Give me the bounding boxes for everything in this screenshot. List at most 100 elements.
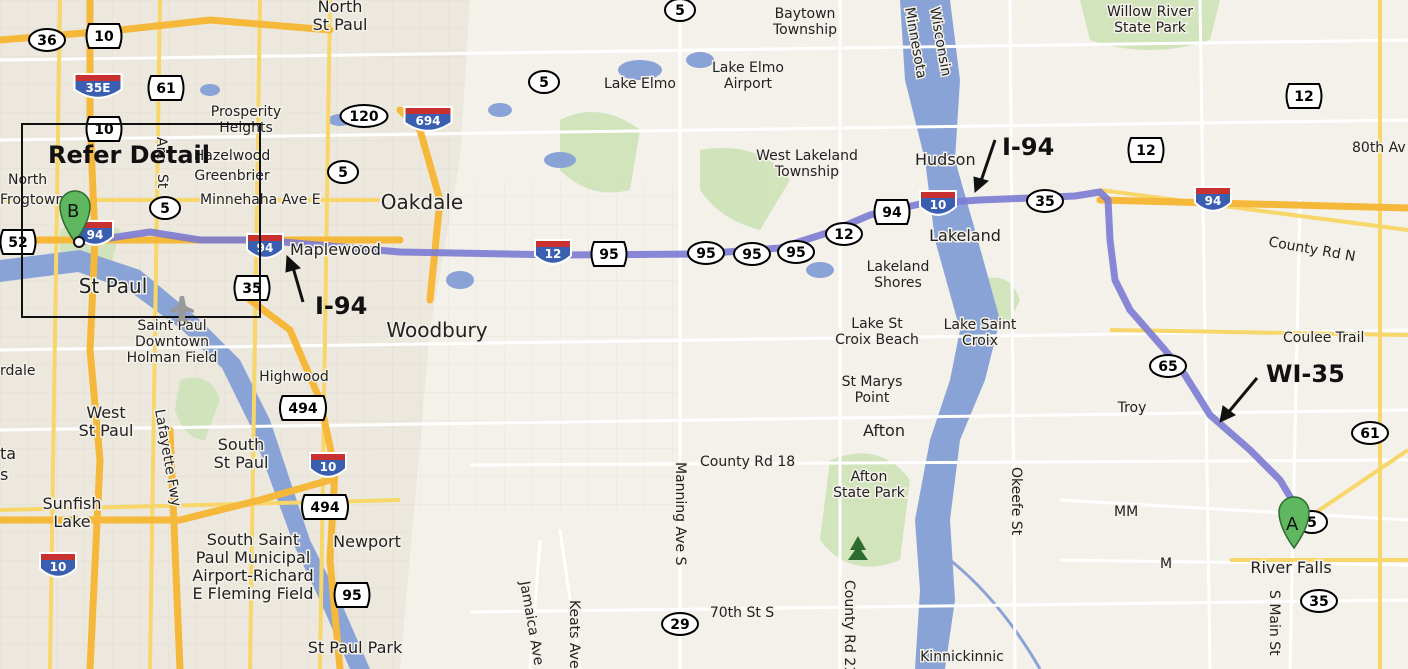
place-label: River Falls (1250, 558, 1331, 577)
arrowhead (1219, 405, 1236, 423)
marker-end[interactable]: B (59, 190, 91, 248)
route-shield-number: 94 (882, 205, 902, 221)
lake (488, 103, 512, 117)
minor-road (1198, 0, 1212, 669)
place-label: Okeefe St (1008, 467, 1024, 536)
route-shield-number: 12 (834, 227, 853, 243)
place-label: Hazelwood (194, 148, 270, 164)
place-label: County Rd 21 (841, 580, 857, 669)
route-shield-number: 12 (1294, 89, 1313, 105)
place-label: Frogtown (0, 192, 64, 208)
place-label: Afton (863, 421, 905, 440)
place-label: 70th St S (710, 605, 774, 621)
minor-road (0, 408, 1408, 432)
route-shield: 95 (333, 582, 371, 608)
freeway (166, 426, 184, 669)
place-label: Kinnickinnic (920, 649, 1004, 665)
route-shield-number: 5 (160, 201, 170, 217)
route-shield: 95 (590, 241, 628, 267)
route-shield-number: 61 (1360, 426, 1379, 442)
route-shield-number: 95 (342, 588, 361, 604)
place-label: M (1160, 556, 1172, 572)
place-label: St (154, 174, 170, 189)
route-shield-number: 494 (310, 500, 339, 516)
place-label: Highwood (259, 369, 329, 385)
route-shield-number: 12 (1136, 143, 1155, 159)
route-shield: 29 (661, 612, 699, 636)
route-shield: 35 (1026, 189, 1064, 213)
route-shield: 10 (85, 23, 123, 49)
route-shield-number: 35 (1035, 194, 1054, 210)
minor-road (469, 598, 1408, 614)
marker-end-label: B (67, 201, 79, 222)
arrow-i94-left (290, 263, 305, 303)
arterial-road (318, 0, 332, 669)
route-shield-number: 65 (1158, 359, 1177, 375)
freeway (86, 0, 104, 669)
route-shield: 5 (149, 196, 181, 220)
minor-road (1059, 498, 1408, 522)
minor-road (558, 529, 582, 669)
freeway (246, 296, 344, 669)
minor-road (0, 328, 1408, 352)
detail-box[interactable] (21, 123, 261, 318)
lakes (200, 52, 834, 289)
place-label: Troy (1117, 400, 1147, 416)
route-shield-number: 494 (288, 401, 317, 417)
route-shield-number: 10 (94, 29, 114, 45)
marker-start[interactable]: A (1278, 496, 1310, 550)
route-shield: 61 (147, 75, 185, 101)
route-shield: 95 (777, 240, 815, 264)
route-shield: 94 (246, 233, 284, 259)
route-shield: 36 (28, 28, 66, 52)
route-shield: 35 (1300, 589, 1338, 613)
route-shield-number: 10 (320, 460, 337, 474)
lake (618, 60, 662, 80)
route-shield: 12 (1127, 137, 1165, 163)
minor-road (1059, 558, 1408, 567)
st-croix-river (900, 0, 1000, 669)
route-shield: 12 (1285, 83, 1323, 109)
route-shield: 52 (0, 229, 37, 255)
route-shield: 5 (327, 160, 359, 184)
place-label: S Main St (1266, 590, 1282, 656)
place-label: North (8, 172, 47, 188)
route-shield: 5 (664, 0, 696, 22)
place-label: St Paul (79, 274, 148, 298)
arrowhead (285, 254, 301, 273)
minor-road (1288, 199, 1302, 669)
place-label: Greenbrier (194, 168, 270, 184)
lake (446, 271, 474, 289)
arterial-road (1099, 188, 1408, 232)
route-shield: 694 (403, 106, 453, 132)
lake (686, 52, 714, 68)
minor-road (469, 458, 1408, 467)
freeway (0, 476, 334, 524)
route-shield-number: 694 (415, 114, 440, 128)
route-shield-number: 95 (599, 247, 618, 263)
route-shield: 10 (39, 552, 77, 578)
arrowhead (973, 176, 990, 194)
place-label: Oakdale (381, 190, 463, 214)
annotation-i94-right: I-94 (1002, 133, 1054, 161)
route-shield-number: 5 (675, 3, 685, 19)
route-shield-number: 10 (50, 560, 67, 574)
route-shield: 120 (339, 104, 389, 128)
arrow-wi35 (1225, 377, 1259, 415)
tree-icon (848, 536, 868, 560)
airport-icon (170, 296, 194, 322)
annotation-wi35: WI-35 (1266, 360, 1345, 388)
minor-road (528, 539, 542, 669)
route-shield: 65 (1149, 354, 1187, 378)
route-shield: 10 (919, 190, 957, 216)
